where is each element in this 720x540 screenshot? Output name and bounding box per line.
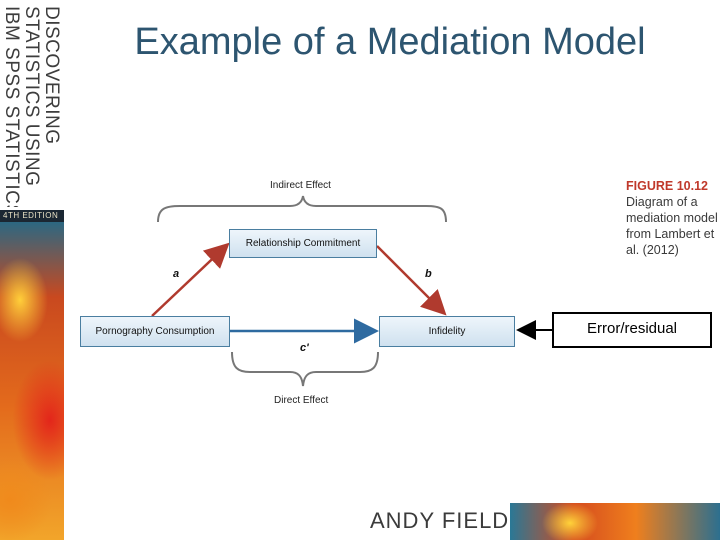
cover-edition-band: 4TH EDITION — [0, 210, 64, 222]
cover-title-text: DISCOVERING STATISTICS USING IBM SPSS ST… — [2, 6, 62, 207]
indirect-effect-bracket — [157, 195, 447, 223]
cover-title-line-2: STATISTICS USING — [21, 6, 42, 186]
path-b-arrow — [376, 245, 447, 316]
cover-title-area: DISCOVERING STATISTICS USING IBM SPSS ST… — [0, 0, 64, 210]
cover-title-line-1: DISCOVERING — [41, 6, 62, 145]
cover-edition-label: 4TH EDITION — [3, 211, 59, 220]
path-b-label: b — [425, 268, 432, 280]
error-residual-box: Error/residual — [552, 312, 712, 348]
predictor-node: Pornography Consumption — [80, 316, 230, 347]
slide-title: Example of a Mediation Model — [134, 21, 646, 63]
path-c-prime-label: c' — [300, 342, 309, 354]
path-a-label: a — [173, 268, 180, 280]
direct-effect-label: Direct Effect — [274, 395, 329, 406]
mediator-node: Relationship Commitment — [229, 229, 377, 258]
direct-effect-bracket — [231, 351, 379, 387]
book-cover-strip: DISCOVERING STATISTICS USING IBM SPSS ST… — [0, 0, 64, 540]
figure-caption-text: Diagram of a mediation model from Lamber… — [626, 195, 718, 257]
path-a-arrow — [151, 242, 230, 317]
figure-caption: FIGURE 10.12 Diagram of a mediation mode… — [626, 178, 720, 258]
author-name: ANDY FIELD — [370, 508, 510, 533]
cover-title-line-3: IBM SPSS STATISTICS — [2, 6, 22, 207]
indirect-effect-label: Indirect Effect — [270, 180, 331, 191]
figure-label: FIGURE 10.12 — [626, 179, 708, 193]
book-cover-fragment — [510, 503, 720, 540]
outcome-node: Infidelity — [379, 316, 515, 347]
